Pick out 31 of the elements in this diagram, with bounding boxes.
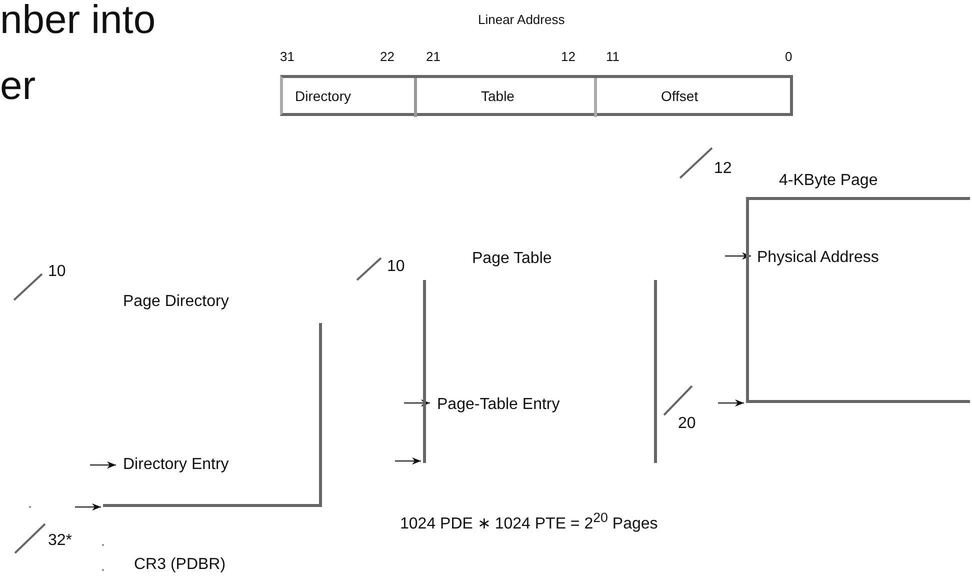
bit-number: 0: [785, 49, 792, 64]
arrow: [724, 252, 752, 260]
directory-field: Directory: [283, 78, 417, 117]
diagram-heading: Linear Address: [478, 12, 565, 27]
bit-number: 12: [561, 49, 576, 64]
offset-field: Offset: [597, 78, 794, 117]
page-count-formula: 1024 PDE ∗ 1024 PTE = 2$^{20}$ Pages: [400, 510, 658, 534]
page-table-entry-row: Page-Table Entry: [432, 393, 638, 419]
bit-width-label: 12: [714, 160, 732, 178]
table-heading: Page Table: [472, 250, 552, 268]
physical-address-row: Physical Address: [753, 246, 963, 272]
table-heading: 4-KByte Page: [779, 172, 878, 190]
bit-number: 31: [280, 49, 294, 64]
arrow: [90, 461, 116, 469]
heading-fragment: er: [0, 66, 36, 106]
arrow: [74, 503, 102, 511]
bit-width-label: 20: [678, 415, 696, 433]
bit-number: 22: [380, 49, 394, 64]
bit-width-label: 10: [48, 263, 66, 281]
table-field: Table: [417, 78, 597, 117]
heading-fragment: nber into: [0, 0, 156, 40]
table-heading: Page Directory: [123, 293, 229, 311]
bit-width-label: 32*: [48, 532, 72, 550]
bit-width-label: 10: [387, 258, 405, 276]
directory-entry-row: Directory Entry: [118, 453, 308, 479]
arrow: [404, 399, 430, 407]
arrow: [718, 399, 744, 407]
arrow: [394, 457, 422, 465]
bit-number: 11: [606, 49, 620, 64]
register-label: CR3 (PDBR): [130, 553, 300, 581]
bit-number: 21: [426, 49, 440, 64]
